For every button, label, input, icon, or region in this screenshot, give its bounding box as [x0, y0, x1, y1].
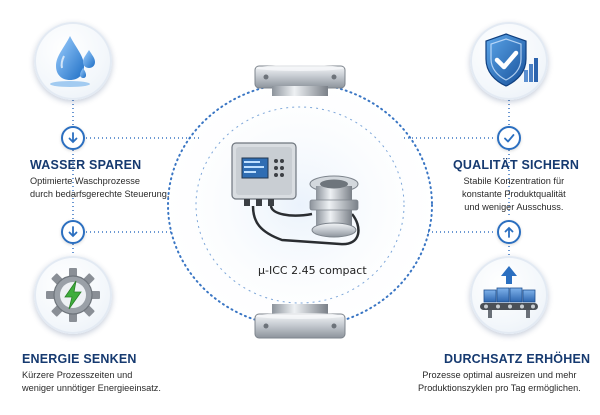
water-description: Optimierte Waschprozesse durch bedarfsge…: [30, 176, 170, 199]
throughput-description: Prozesse optimal ausreizen und mehr Prod…: [418, 370, 581, 393]
arrow-up-icon: [504, 226, 514, 238]
gear-lightning-icon: [46, 268, 100, 322]
top-flange: [254, 65, 346, 96]
checkmark-badge: [497, 126, 521, 150]
arrow-down-badge-top: [61, 126, 85, 150]
energy-heading: ENERGIE SENKEN: [22, 352, 137, 366]
throughput-icon-circle: [470, 256, 548, 334]
water-heading: WASSER SPAREN: [30, 158, 142, 172]
sensor-pipe: [309, 175, 359, 238]
arrow-down-icon: [68, 132, 78, 144]
water-drops-icon: [50, 36, 95, 87]
energy-icon-circle: [34, 256, 112, 334]
bottom-flange: [254, 304, 346, 339]
arrow-up-badge: [497, 220, 521, 244]
energy-description: Kürzere Prozesszeiten und weniger unnöti…: [22, 370, 161, 393]
shield-check-icon: [485, 33, 538, 87]
device-label: µ-ICC 2.45 compact: [258, 264, 367, 277]
transmitter-device: [231, 142, 360, 246]
conveyor-boxes-icon: [480, 266, 538, 318]
quality-heading: QUALITÄT SICHERN: [453, 158, 580, 172]
throughput-heading: DURCHSATZ ERHÖHEN: [444, 352, 591, 366]
quality-description: Stabile Konzentration für konstante Prod…: [462, 176, 566, 212]
checkmark-icon: [504, 134, 515, 143]
arrow-down-badge-bottom: [61, 220, 85, 244]
arrow-down-icon: [68, 226, 78, 238]
quality-icon-circle: [470, 22, 548, 100]
water-icon-circle: [34, 22, 112, 100]
